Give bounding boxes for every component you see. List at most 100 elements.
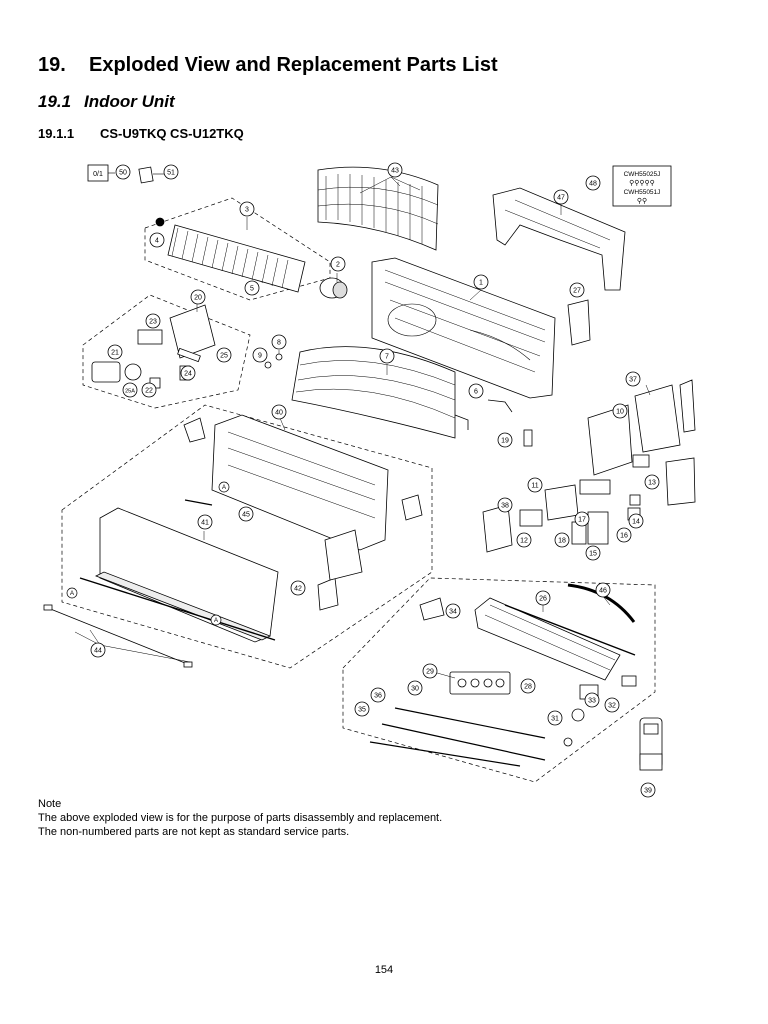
callout-circle <box>141 382 157 398</box>
callout-circle <box>616 527 632 543</box>
callout-34: 34 <box>445 603 461 619</box>
callout-circle <box>497 497 513 513</box>
item-50-box-label: 0/1 <box>93 171 103 178</box>
callout-circle <box>107 344 123 360</box>
subsection-heading: 19.1 Indoor Unit <box>38 92 175 112</box>
callout-text: 11 <box>531 483 538 490</box>
callout-circle <box>585 175 601 191</box>
callout-29: 29 <box>422 663 438 679</box>
front-chassis <box>183 414 423 551</box>
callout-text: 29 <box>426 669 434 676</box>
callout-28: 28 <box>520 678 536 694</box>
callout-circle <box>145 313 161 329</box>
cross-flow-fan <box>155 217 306 293</box>
callout-circle <box>445 603 461 619</box>
callout-43: 43 <box>387 162 403 178</box>
callout-1: 1 <box>473 274 489 290</box>
callout-text: 25A <box>125 389 135 395</box>
model-section-number: 19.1.1 <box>38 126 75 141</box>
callout-circle <box>612 403 628 419</box>
callout-35: 35 <box>354 701 370 717</box>
callout-text: 42 <box>294 586 302 593</box>
callout-text: 9 <box>258 353 262 360</box>
callout-text: 48 <box>589 181 597 188</box>
callout-circle <box>290 580 306 596</box>
note-block: Note The above exploded view is for the … <box>38 797 442 839</box>
callout-17: 17 <box>574 511 590 527</box>
air-filter <box>317 166 439 251</box>
callout-circle <box>252 347 268 363</box>
callout-37: 37 <box>625 371 641 387</box>
callout-text: 46 <box>599 588 607 595</box>
control-group-outline <box>82 294 251 409</box>
callout-50: 50 <box>115 164 131 180</box>
evaporator <box>291 346 469 439</box>
callout-31: 31 <box>547 710 563 726</box>
callout-text: 25 <box>220 353 228 360</box>
callout-text: 14 <box>632 519 640 526</box>
callout-30: 30 <box>407 680 423 696</box>
chassis <box>371 257 556 399</box>
callout-text: 47 <box>557 195 565 202</box>
callout-7: 7 <box>379 348 395 364</box>
callout-circle <box>595 582 611 598</box>
reference-markers: AAA <box>66 481 230 626</box>
callout-25A: 25A <box>122 382 138 398</box>
callout-circle <box>115 164 131 180</box>
callout-22: 22 <box>141 382 157 398</box>
remote-holder-box: CWH55025J CWH55051J ⚲⚲⚲⚲⚲ ⚲⚲ <box>612 165 672 207</box>
callout-text: 3 <box>245 207 249 214</box>
callout-text: 10 <box>616 409 624 416</box>
callout-circle <box>547 710 563 726</box>
callout-14: 14 <box>628 513 644 529</box>
subsection-title: Indoor Unit <box>84 92 175 111</box>
callout-48: 48 <box>585 175 601 191</box>
remote-controller <box>639 717 663 771</box>
svg-text:⚲⚲: ⚲⚲ <box>637 197 647 205</box>
fan-motor <box>319 277 348 299</box>
exploded-view-diagram: 0/1 CWH55025J CWH55051J ⚲⚲⚲⚲⚲ ⚲⚲ <box>43 162 696 798</box>
section-title: Exploded View and Replacement Parts List <box>89 54 498 76</box>
callout-circle <box>387 162 403 178</box>
callout-text: 51 <box>167 170 175 177</box>
note-title: Note <box>38 798 62 810</box>
callout-circle <box>370 687 386 703</box>
part-27 <box>567 299 591 346</box>
note-line-1: The above exploded view is for the purpo… <box>38 812 443 824</box>
callout-text: 20 <box>194 295 202 302</box>
callout-text: 30 <box>411 686 419 693</box>
callout-15: 15 <box>585 545 601 561</box>
callout-text: 28 <box>524 684 532 691</box>
callout-circle <box>554 532 570 548</box>
callout-text: 19 <box>501 438 509 445</box>
subsection-number: 19.1 <box>38 92 72 111</box>
small-hardware <box>264 353 533 447</box>
callout-13: 13 <box>644 474 660 490</box>
callout-circle <box>149 232 165 248</box>
callout-text: 39 <box>644 788 652 795</box>
callout-text: 45 <box>242 512 250 519</box>
callout-12: 12 <box>516 532 532 548</box>
callout-32: 32 <box>604 697 620 713</box>
pcb-parts <box>482 479 641 553</box>
callout-text: 34 <box>449 609 457 616</box>
callout-circle <box>190 289 206 305</box>
callout-text: 32 <box>608 703 616 710</box>
callout-circle <box>516 532 532 548</box>
callout-text: 50 <box>119 170 127 177</box>
svg-text:A: A <box>222 485 226 491</box>
callout-text: 8 <box>277 340 281 347</box>
callout-5: 5 <box>244 280 260 296</box>
callout-circle <box>527 477 543 493</box>
callout-44: 44 <box>90 642 106 658</box>
callout-circle <box>271 334 287 350</box>
callout-text: 31 <box>551 716 559 723</box>
callout-circle <box>180 365 196 381</box>
callout-circle <box>197 514 213 530</box>
note-line-2: The non-numbered parts are not kept as s… <box>38 826 350 838</box>
callout-circle <box>122 382 138 398</box>
marker-a: A <box>66 587 78 599</box>
callout-circle <box>569 282 585 298</box>
callout-39: 39 <box>640 782 656 798</box>
